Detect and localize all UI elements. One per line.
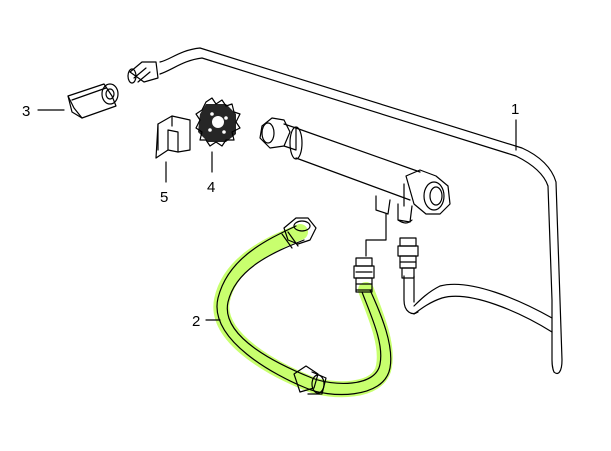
part-4-gear-washer[interactable] <box>195 97 241 147</box>
hose-top-fitting <box>281 217 317 249</box>
part-1-pipe[interactable] <box>127 47 563 375</box>
hose-crimp <box>293 365 327 395</box>
filter-to-hose-leader <box>365 213 387 257</box>
fuel-filter[interactable] <box>259 117 451 224</box>
pipe-lower-fitting <box>397 237 419 279</box>
callout-label-3: 3 <box>22 103 30 120</box>
callout-2: 2 <box>192 313 221 330</box>
callout-label-4: 4 <box>207 179 215 196</box>
part-2-hose[interactable] <box>213 217 393 398</box>
part-5-clip[interactable] <box>155 115 191 159</box>
part-3-sleeve[interactable] <box>67 83 119 119</box>
callout-5: 5 <box>160 161 168 206</box>
callout-label-5: 5 <box>160 189 168 206</box>
pipe-end-fitting <box>127 61 159 84</box>
callout-4: 4 <box>207 151 215 196</box>
callout-label-2: 2 <box>192 313 200 330</box>
callout-3: 3 <box>22 103 65 120</box>
callout-label-1: 1 <box>511 101 519 118</box>
hose-right-fitting <box>353 257 375 293</box>
callout-1: 1 <box>511 101 519 151</box>
